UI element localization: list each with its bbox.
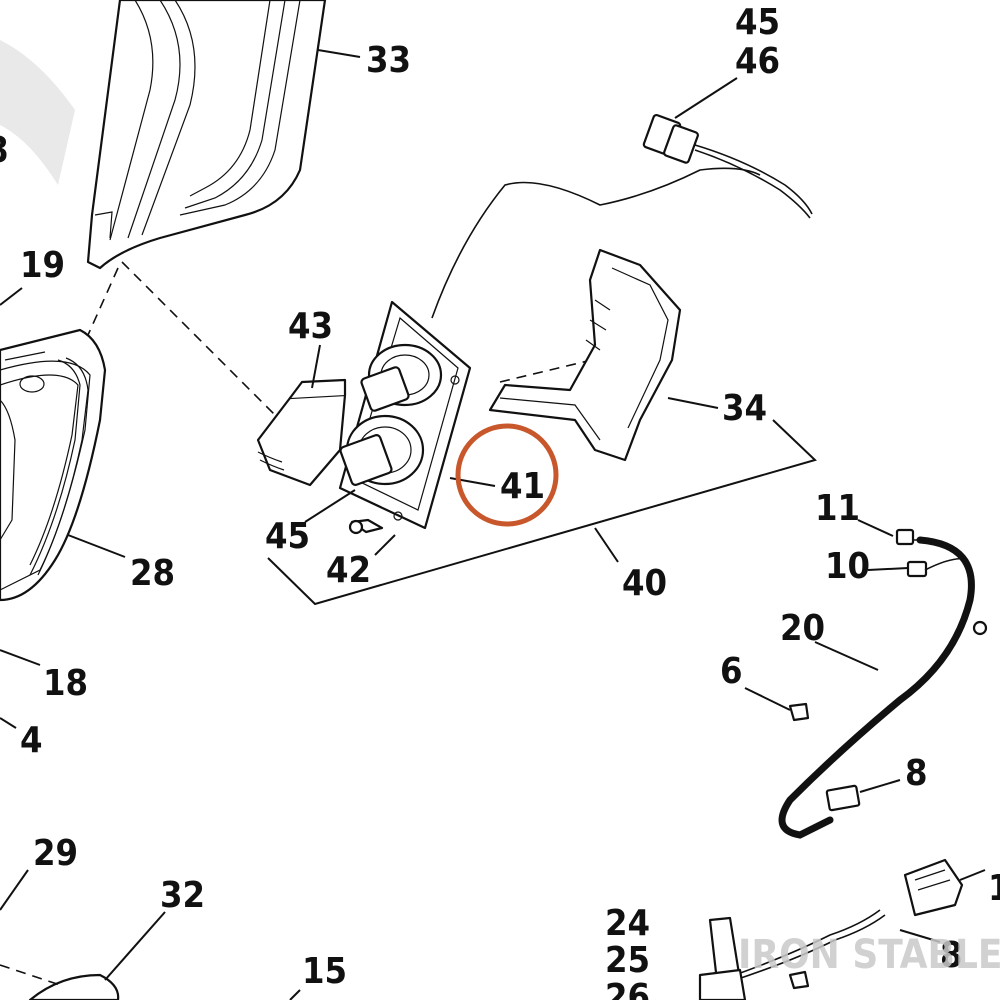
- callout-45-top: 45: [735, 2, 780, 43]
- callout-34: 34: [722, 388, 767, 429]
- connector-part-46: [431, 113, 813, 319]
- callout-6: 6: [720, 651, 743, 692]
- callout-4: 4: [20, 720, 43, 761]
- bottom-parts: [0, 858, 964, 1000]
- callout-26: 26: [605, 977, 650, 1000]
- bracket-part-34: [488, 248, 682, 462]
- callout-45: 45: [265, 516, 310, 557]
- callout-8: 8: [905, 753, 928, 794]
- callout-10: 10: [825, 546, 870, 587]
- highlight-circle: [455, 423, 559, 527]
- callout-8-cut: 8: [0, 130, 9, 171]
- callout-29: 29: [33, 833, 78, 874]
- callout-40: 40: [622, 563, 667, 604]
- callout-18: 18: [43, 663, 88, 704]
- callout-11: 11: [815, 488, 860, 529]
- callout-32: 32: [160, 875, 205, 916]
- callout-33: 33: [366, 40, 411, 81]
- callout-8-bottom: 8: [940, 935, 963, 976]
- wiring-harness-part-20: [778, 528, 988, 839]
- saddlebag-part-28: [0, 328, 107, 602]
- leader-lines: [0, 49, 986, 1000]
- mounting-plate-assembly: [256, 300, 472, 535]
- callout-1-cut: 1: [988, 868, 1000, 909]
- callout-41-highlighted: 41: [500, 466, 545, 507]
- callout-25: 25: [605, 940, 650, 981]
- callout-42: 42: [326, 550, 371, 591]
- callout-19: 19: [20, 245, 65, 286]
- watermark: IRON STABLE: [738, 932, 1000, 978]
- callout-15: 15: [302, 951, 347, 992]
- callout-28: 28: [130, 553, 175, 594]
- callout-24: 24: [605, 903, 650, 944]
- cover-part-33: [0, 0, 327, 270]
- callout-20: 20: [780, 608, 825, 649]
- callout-46: 46: [735, 41, 780, 82]
- callout-43: 43: [288, 306, 333, 347]
